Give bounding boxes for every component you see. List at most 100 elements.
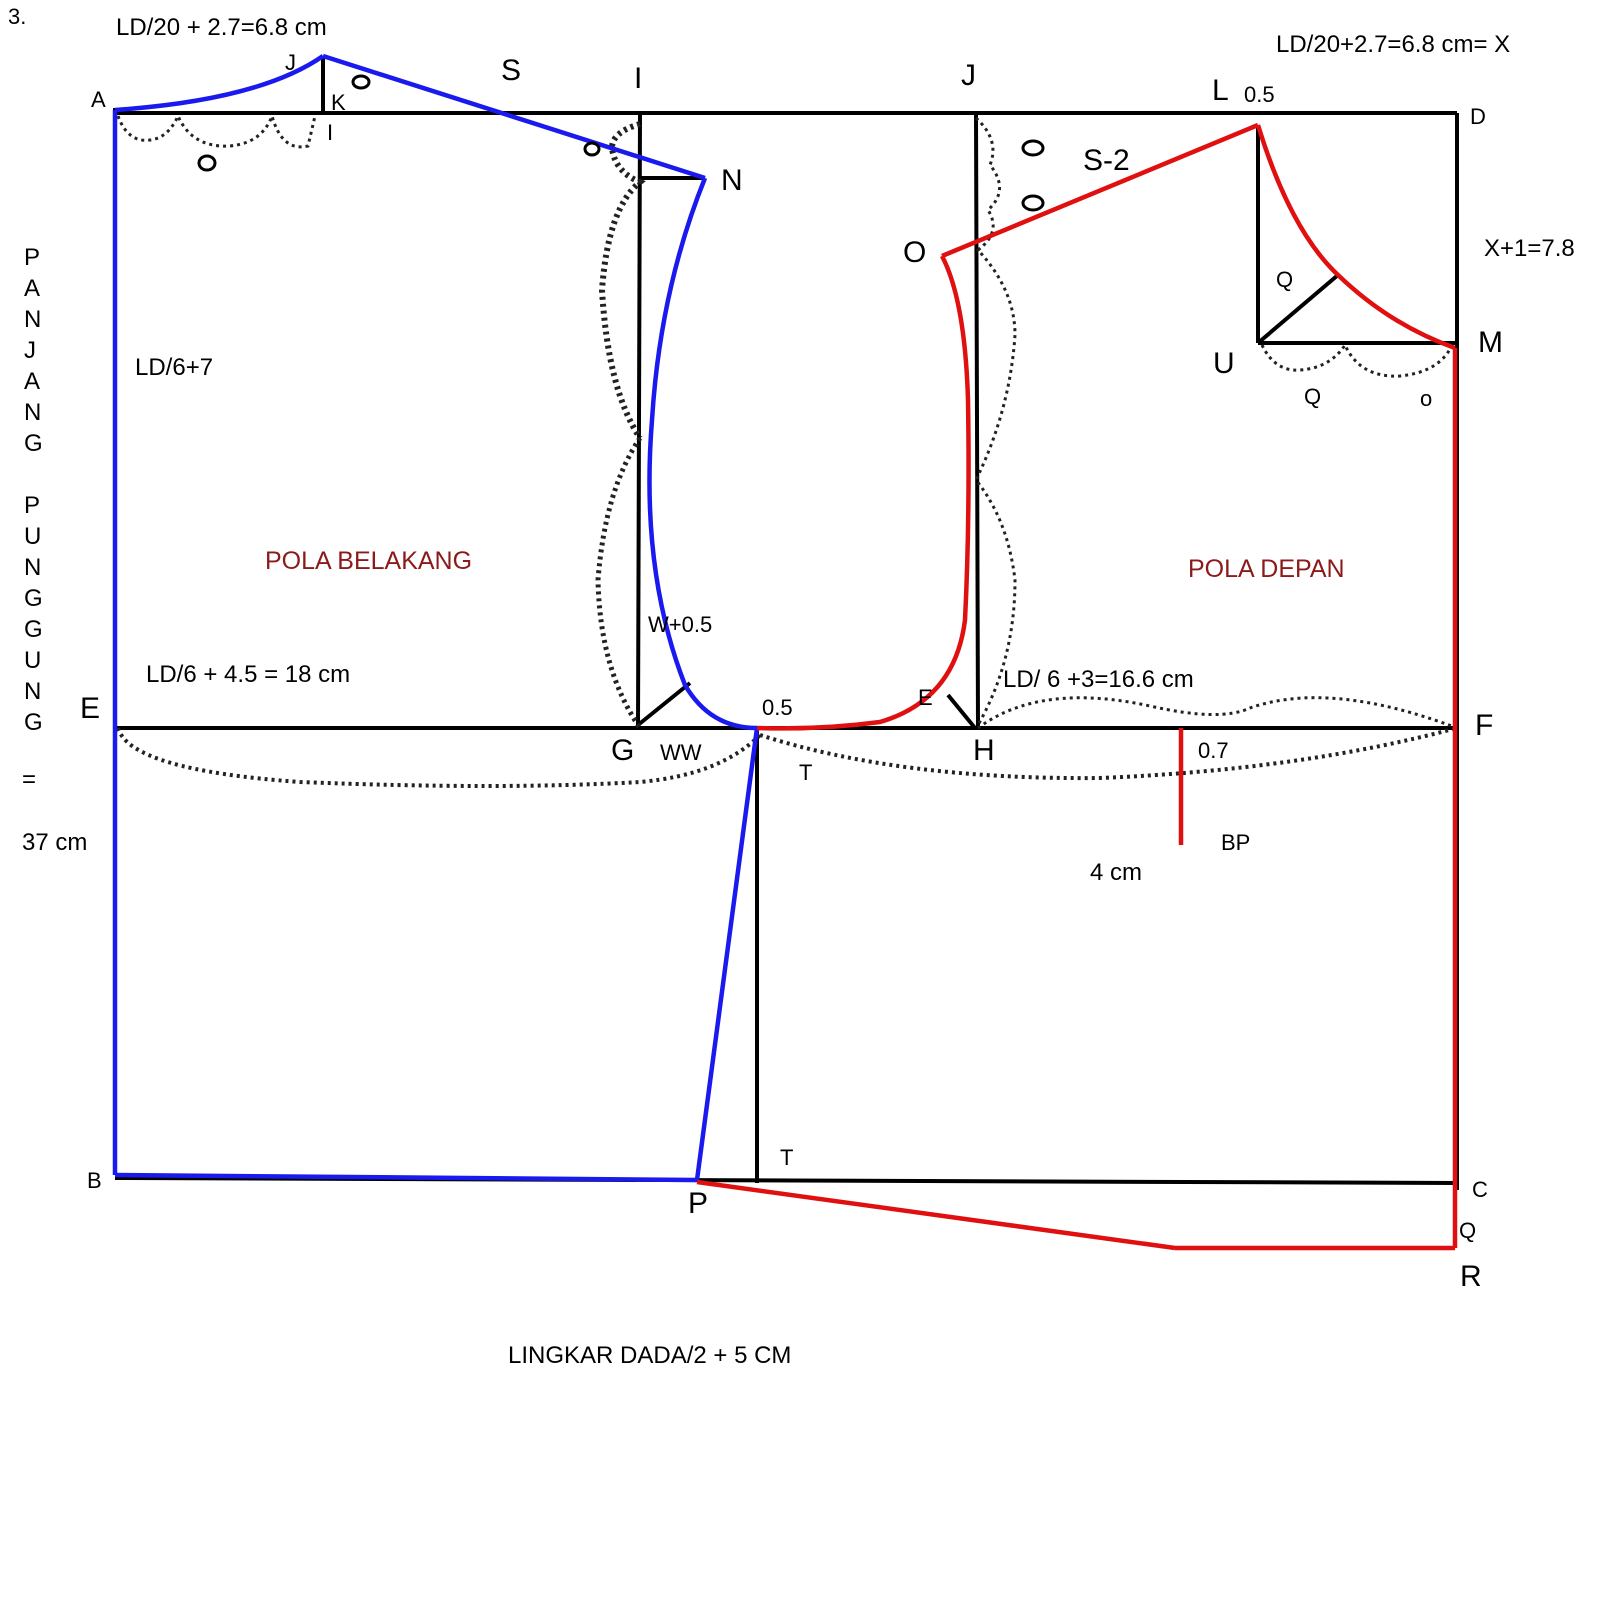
- back-length-letter: N: [24, 678, 41, 705]
- back-neck-curve: [114, 54, 325, 113]
- label-F: F: [1475, 709, 1493, 742]
- label-J-small: J: [285, 50, 296, 75]
- label-A: A: [91, 87, 106, 112]
- label-0.5-armhole: 0.5: [762, 695, 793, 720]
- back-shoulder-line: [322, 53, 706, 181]
- back-armhole-mark: [583, 141, 601, 157]
- label-M: M: [1478, 326, 1503, 359]
- back-chest-guide: [116, 727, 762, 788]
- label-K: K: [331, 90, 346, 115]
- back-length-letter: G: [24, 709, 43, 736]
- label-BP: BP: [1221, 830, 1250, 855]
- figure-number: 3.: [8, 4, 26, 29]
- neck-bisector: [1256, 273, 1340, 345]
- measurement-labels: LD/20 + 2.7=6.8 cm LD/20+2.7=6.8 cm= X 0…: [116, 14, 1575, 1369]
- back-waist-line: [114, 1172, 698, 1183]
- back-armhole-guide-upper: [598, 121, 646, 440]
- back-length-letter: J: [24, 337, 36, 364]
- front-shoulder-line: [941, 122, 1259, 259]
- back-shoulder-mark: [351, 74, 371, 90]
- label-T-upper: T: [799, 760, 812, 785]
- label-H: H: [973, 734, 995, 767]
- label-S: S: [501, 54, 521, 87]
- label-C: C: [1472, 1177, 1488, 1202]
- back-length-letter: G: [24, 616, 43, 643]
- back-length-letter: P: [24, 492, 40, 519]
- label-I: I: [634, 62, 642, 95]
- front-armhole-mark-1: [1021, 139, 1045, 157]
- label-0.7: 0.7: [1198, 738, 1229, 763]
- front-pattern-title: POLA DEPAN: [1188, 555, 1345, 583]
- label-E: E: [80, 692, 100, 725]
- label-J: J: [961, 59, 976, 92]
- w-offset-label: W+0.5: [648, 612, 712, 637]
- label-P: P: [688, 1187, 708, 1220]
- back-armhole-depth-label: LD/6+7: [135, 354, 213, 381]
- label-S2: S-2: [1083, 144, 1130, 177]
- front-armhole-bisector: [946, 693, 977, 730]
- label-I-small: I: [327, 120, 333, 145]
- back-length-letter: N: [24, 399, 41, 426]
- back-length-letter: U: [24, 647, 41, 674]
- label-Q-lower: Q: [1304, 384, 1321, 409]
- back-length-letter: N: [24, 306, 41, 333]
- front-neck-curve: [1255, 124, 1456, 351]
- front-armhole-mark-2: [1021, 194, 1045, 212]
- back-length-letter: U: [24, 523, 41, 550]
- back-length-letter: A: [24, 275, 40, 302]
- label-N: N: [721, 164, 743, 197]
- back-armhole-guide-lower: [595, 436, 643, 730]
- label-Q-bottom: Q: [1459, 1218, 1476, 1243]
- back-side-seam: [694, 727, 760, 1181]
- back-neck-guide: [116, 111, 317, 149]
- back-length-letter: N: [24, 554, 41, 581]
- back-length-letter: A: [24, 368, 40, 395]
- front-neck-depth-label: X+1=7.8: [1484, 235, 1575, 262]
- label-G: G: [611, 734, 634, 767]
- back-armhole-curve: [647, 177, 758, 731]
- label-T-lower: T: [780, 1145, 793, 1170]
- label-E-small: E: [918, 685, 933, 710]
- label-B: B: [87, 1168, 102, 1193]
- back-neck-width-label: LD/20 + 2.7=6.8 cm: [116, 14, 327, 41]
- circle-marks: [197, 74, 1045, 212]
- front-armhole-guide: [974, 116, 1017, 726]
- back-width-label: LD/6 + 4.5 = 18 cm: [146, 661, 350, 688]
- dart-depth-label: 4 cm: [1090, 859, 1142, 886]
- back-armhole-bisector: [636, 681, 692, 727]
- front-neck-guide: [1260, 341, 1454, 378]
- front-pattern-outline: [696, 122, 1458, 1251]
- back-neck-mark: [197, 154, 217, 172]
- label-U: U: [1213, 347, 1235, 380]
- label-R: R: [1460, 1260, 1482, 1293]
- front-chest-guide-lower: [759, 726, 1458, 781]
- label-Q-upper: Q: [1276, 267, 1293, 292]
- front-armhole-curve: [756, 254, 971, 731]
- front-waist-slope: [696, 1179, 1176, 1251]
- dotted-guides: [116, 111, 1458, 788]
- back-pattern-outline: [112, 53, 760, 1183]
- back-length-value: 37 cm: [22, 829, 87, 856]
- label-L: L: [1212, 74, 1229, 107]
- label-0.5-top: 0.5: [1244, 82, 1275, 107]
- back-length-equals: =: [22, 766, 36, 793]
- front-chest-guide-upper: [977, 696, 1458, 730]
- total-width-label: LINGKAR DADA/2 + 5 CM: [508, 1342, 791, 1369]
- point-labels: 3. A J K I S I J L D N S-2 O Q M U Q o E…: [8, 4, 1503, 1293]
- back-length-letter: G: [24, 430, 43, 457]
- back-length-letter: G: [24, 585, 43, 612]
- draft-framework: [113, 56, 1459, 1190]
- label-WW: WW: [660, 740, 702, 765]
- line-J-H: [974, 112, 980, 729]
- back-length-letter: P: [24, 244, 40, 271]
- line-I-G: [636, 112, 642, 729]
- back-pattern-title: POLA BELAKANG: [265, 547, 472, 575]
- front-neck-width-label: LD/20+2.7=6.8 cm= X: [1276, 31, 1510, 58]
- label-O: O: [903, 236, 926, 269]
- front-width-label: LD/ 6 +3=16.6 cm: [1003, 666, 1194, 693]
- label-D: D: [1470, 104, 1486, 129]
- label-o-neck: o: [1420, 386, 1432, 411]
